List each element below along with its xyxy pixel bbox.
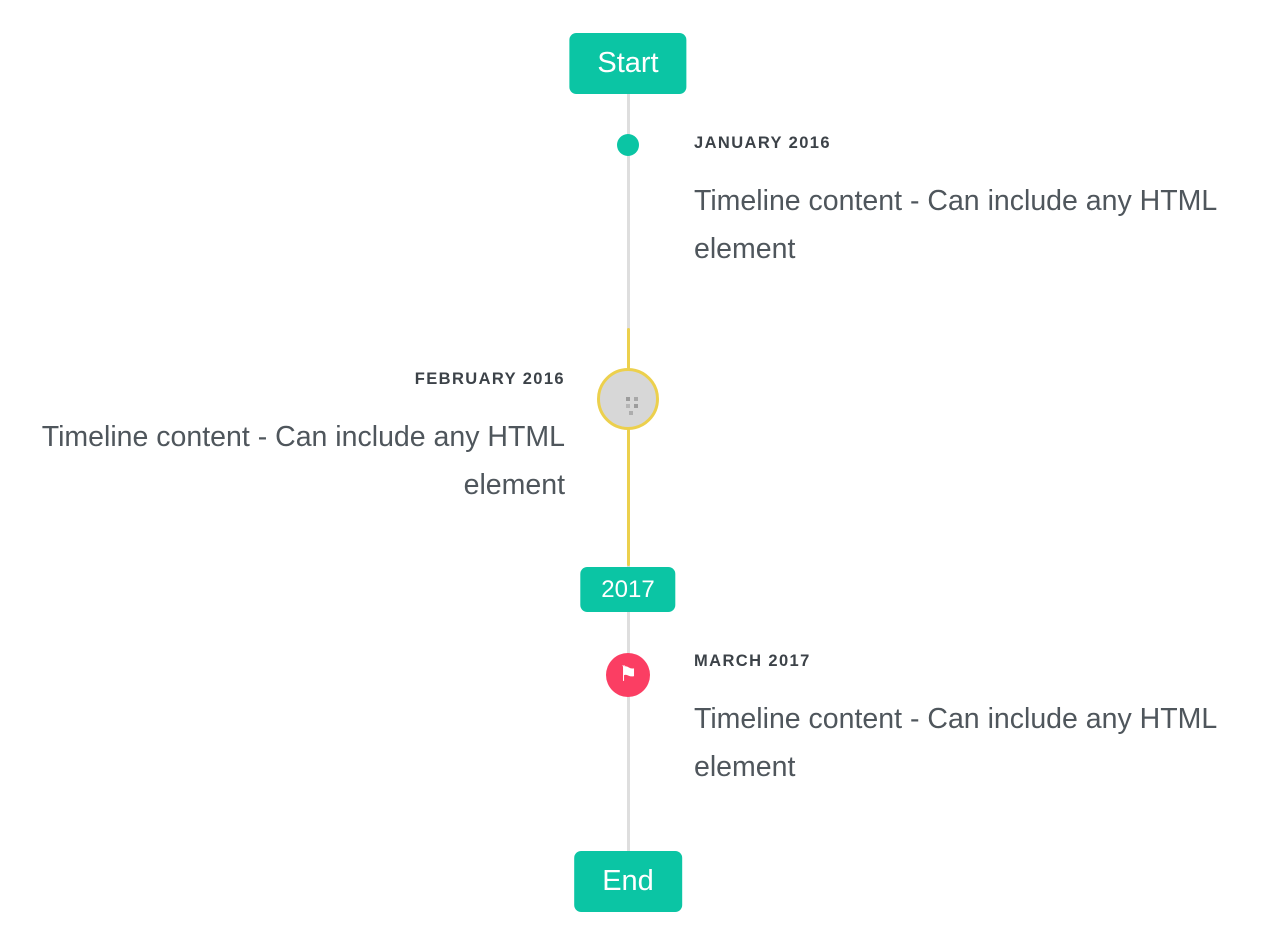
- timeline-event-january-2016: JANUARY 2016 Timeline content - Can incl…: [694, 134, 1228, 273]
- event-content: Timeline content - Can include any HTML …: [694, 185, 1217, 265]
- event-title: MARCH 2017: [694, 652, 811, 670]
- event-content: Timeline content - Can include any HTML …: [694, 703, 1217, 783]
- timeline-event-february-2016: FEBRUARY 2016 Timeline content - Can inc…: [31, 370, 565, 509]
- timeline-flag-marker: ⚑: [606, 653, 650, 697]
- start-badge-label: Start: [597, 47, 659, 79]
- timeline-line-highlight: [627, 328, 630, 566]
- timeline-dot-marker: [617, 134, 639, 156]
- event-title: FEBRUARY 2016: [414, 370, 565, 388]
- flag-icon: ⚑: [618, 662, 638, 686]
- end-badge-label: End: [602, 865, 654, 897]
- year-badge[interactable]: 2017: [580, 567, 676, 612]
- event-title: JANUARY 2016: [694, 134, 831, 152]
- start-badge[interactable]: Start: [569, 33, 687, 94]
- end-badge[interactable]: End: [574, 851, 682, 912]
- timeline-event-march-2017: MARCH 2017 Timeline content - Can includ…: [694, 652, 1228, 791]
- year-badge-label: 2017: [601, 575, 655, 603]
- timeline-avatar-marker: [597, 368, 659, 430]
- event-content: Timeline content - Can include any HTML …: [41, 421, 565, 501]
- avatar-image: [626, 397, 630, 401]
